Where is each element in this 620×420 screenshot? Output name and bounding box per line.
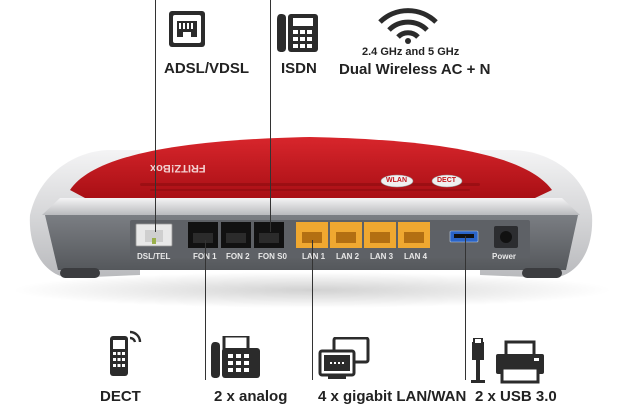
usb-label: 2 x USB 3.0	[475, 388, 557, 405]
dect-label: DECT	[100, 388, 141, 405]
wlan-button	[380, 174, 414, 188]
wlan-button-label: WLAN	[386, 177, 407, 184]
ethernet-port-icon	[169, 11, 205, 47]
fax-phone-icon	[211, 336, 260, 378]
cordless-phone-icon	[110, 330, 142, 376]
adsl-connector-line	[155, 0, 156, 232]
wireless-label: Dual Wireless AC + N	[339, 61, 491, 78]
lan1-port-label: LAN 1	[302, 252, 326, 261]
isdn-connector-line	[270, 0, 271, 232]
left-foot	[60, 268, 100, 278]
wifi-icon	[378, 8, 438, 44]
fon2-port-label: FON 2	[226, 252, 250, 261]
router-top-shell	[70, 137, 552, 198]
fon-connector-line	[205, 240, 206, 380]
lan-connector-line	[312, 240, 313, 380]
fons0-port-label: FON S0	[258, 252, 287, 261]
router-rim	[42, 198, 580, 215]
power-port-label: Power	[492, 252, 517, 261]
lan-label: 4 x gigabit LAN/WAN	[318, 388, 467, 405]
dect-button-label: DECT	[437, 177, 457, 184]
isdn-label: ISDN	[281, 60, 317, 77]
network-computers-icon	[318, 337, 370, 379]
wireless-band-label: 2.4 GHz and 5 GHz	[362, 46, 460, 58]
brand-logo: FRITZ!Box	[150, 162, 206, 174]
analog-label: 2 x analog	[214, 388, 288, 405]
lan4-port-label: LAN 4	[404, 252, 428, 261]
fon1-port-label: FON 1	[193, 252, 217, 261]
desk-phone-icon	[277, 14, 318, 52]
right-foot	[522, 268, 562, 278]
adsl-label: ADSL/VDSL	[164, 60, 250, 77]
lan2-port-label: LAN 2	[336, 252, 360, 261]
usb-connector-line	[465, 236, 466, 380]
dect-button	[431, 174, 463, 188]
lan3-port-label: LAN 3	[370, 252, 394, 261]
dsl-port-label: DSL/TEL	[137, 252, 171, 261]
usb-printer-icon	[471, 338, 544, 384]
